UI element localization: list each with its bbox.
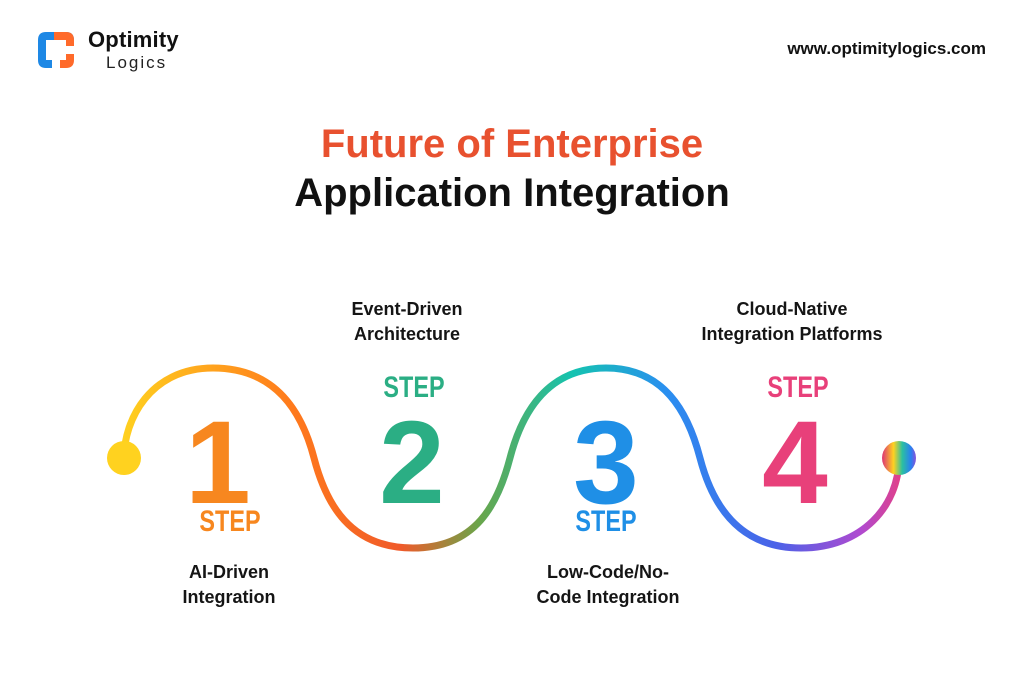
step-4-word: STEP: [767, 371, 829, 404]
step-4-label: Cloud-Native Integration Platforms: [701, 299, 883, 344]
step-2-label: Event-Driven Architecture: [351, 299, 463, 344]
step-3-number: 3: [573, 397, 639, 529]
optimity-logo-icon: [38, 32, 74, 68]
step-3-word: STEP: [575, 505, 637, 538]
step-2-number: 2: [379, 397, 445, 529]
brand-subname: Logics: [106, 53, 168, 72]
step-1-number: 1: [185, 397, 251, 529]
end-node-icon: [882, 441, 916, 475]
page-title: Future of Enterprise Application Integra…: [0, 120, 1024, 217]
step-1-word: STEP: [199, 505, 261, 538]
step-2-word: STEP: [383, 371, 445, 404]
brand-name: Optimity: [88, 27, 179, 52]
website-url[interactable]: www.optimitylogics.com: [787, 39, 986, 58]
title-line-1: Future of Enterprise: [320, 122, 704, 166]
start-node-icon: [107, 441, 141, 475]
step-1-label: AI-Driven Integration: [182, 562, 276, 607]
step-3-label: Low-Code/No- Code Integration: [536, 562, 680, 607]
brand-logo: Optimity Logics: [32, 26, 179, 74]
step-4-number: 4: [762, 397, 828, 529]
title-line-2: Application Integration: [294, 171, 730, 215]
